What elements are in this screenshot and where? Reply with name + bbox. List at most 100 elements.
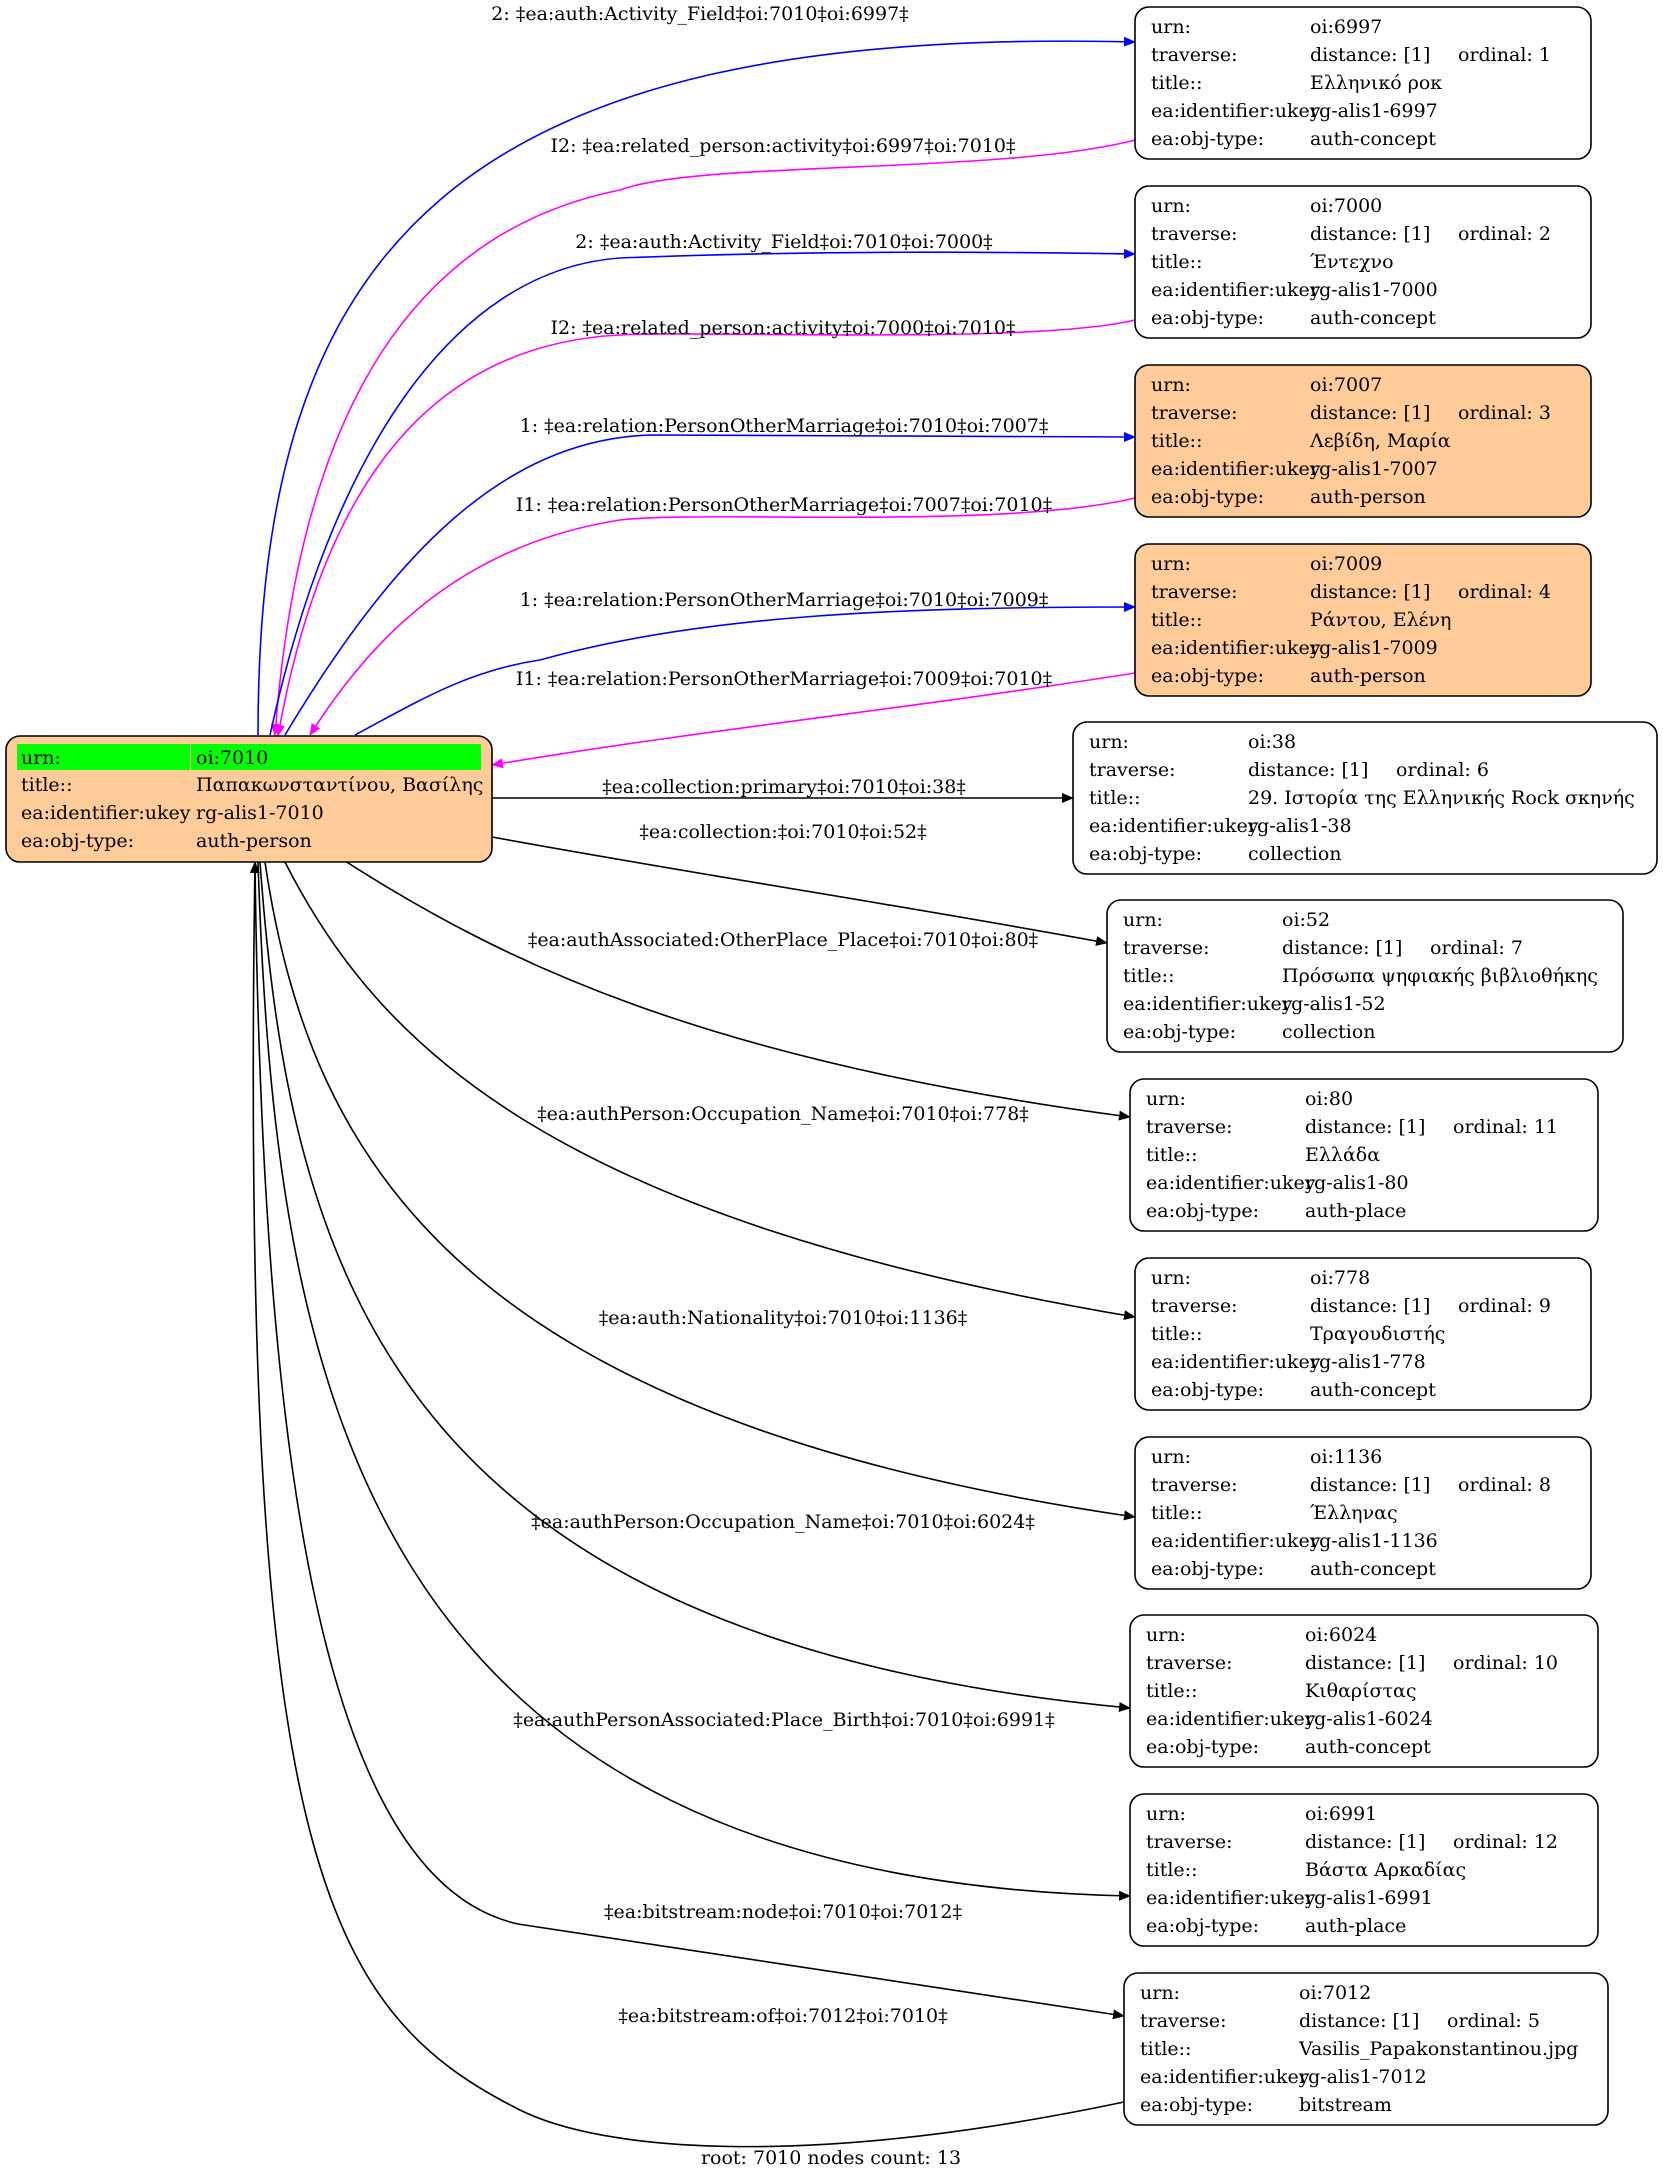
node-objtype-key: ea:obj-type: — [1151, 1379, 1264, 1401]
node-title-value: 29. Ιστορία της Ελληνικής Rock σκηνής — [1248, 787, 1635, 809]
node-ukey-key: ea:identifier:ukey — [1123, 993, 1293, 1015]
node-urn-key: urn: — [1123, 909, 1163, 931]
node-urn-value: oi:6997 — [1310, 16, 1382, 38]
node-ukey-key: ea:identifier:ukey — [1151, 458, 1321, 480]
node-urn-value: oi:778 — [1310, 1267, 1370, 1289]
node-ukey-value: rg-alis1-38 — [1248, 815, 1352, 837]
edge-to-6991 — [257, 861, 1131, 1901]
node-urn-value: oi:7012 — [1299, 1982, 1371, 2004]
node-box — [1134, 1436, 1592, 1590]
node-objtype-key: ea:obj-type: — [1089, 843, 1202, 865]
node-objtype-key: ea:obj-type: — [1146, 1200, 1259, 1222]
node-traverse-key: traverse: — [1146, 1831, 1233, 1853]
node-ukey-value: rg-alis1-1136 — [1310, 1530, 1438, 1552]
node-distance-value: distance: [1] — [1310, 581, 1430, 603]
node-ukey-value: rg-alis1-6997 — [1310, 100, 1438, 122]
node-objtype-value: auth-concept — [1310, 307, 1436, 329]
node-urn-key: urn: — [1151, 16, 1191, 38]
node-title-key: title:: — [1151, 430, 1202, 452]
node-box — [1129, 1614, 1599, 1768]
root-ukey-value: rg-alis1-7010 — [196, 802, 324, 824]
node-traverse-key: traverse: — [1151, 402, 1238, 424]
node-ordinal-value: ordinal: 7 — [1430, 937, 1523, 959]
edge-label: ‡ea:bitstream:node‡oi:7010‡oi:7012‡ — [604, 1901, 962, 1923]
node-distance-value: distance: [1] — [1305, 1116, 1425, 1138]
node-ukey-key: ea:identifier:ukey — [1146, 1172, 1316, 1194]
node-ukey-key: ea:identifier:ukey — [1146, 1887, 1316, 1909]
node-ukey-value: rg-alis1-7000 — [1310, 279, 1438, 301]
node-title-key: title:: — [1146, 1144, 1197, 1166]
node-traverse-key: traverse: — [1151, 1295, 1238, 1317]
node-urn-value: oi:6024 — [1305, 1624, 1377, 1646]
node-objtype-value: auth-concept — [1310, 1558, 1436, 1580]
node-ordinal-value: ordinal: 4 — [1458, 581, 1551, 603]
node-distance-value: distance: [1] — [1282, 937, 1402, 959]
edge-to-6024 — [259, 861, 1131, 1712]
target-nodes: urn: oi:6997 traverse: distance: [1] ordinal… — [1072, 6, 1658, 2126]
node-objtype-value: auth-concept — [1305, 1736, 1431, 1758]
node-urn-key: urn: — [1151, 1446, 1191, 1468]
node-objtype-value: auth-place — [1305, 1200, 1406, 1222]
root-urn-value-highlight — [191, 744, 481, 770]
node-title-value: Λεβίδη, Μαρία — [1309, 430, 1451, 452]
node-objtype-key: ea:obj-type: — [1146, 1736, 1259, 1758]
node-ukey-value: rg-alis1-6024 — [1305, 1708, 1433, 1730]
node-objtype-value: auth-concept — [1310, 1379, 1436, 1401]
node-ukey-key: ea:identifier:ukey — [1151, 637, 1321, 659]
edge-labels: 2: ‡ea:auth:Activity_Field‡oi:7010‡oi:69… — [491, 3, 1054, 2027]
edges — [249, 36, 1136, 2148]
edge-to-52 — [491, 836, 1108, 946]
node-ordinal-value: ordinal: 3 — [1458, 402, 1551, 424]
node-box — [1134, 6, 1592, 160]
node-objtype-key: ea:obj-type: — [1151, 128, 1264, 150]
node-ukey-value: rg-alis1-52 — [1282, 993, 1386, 1015]
edge-label: ‡ea:collection:primary‡oi:7010‡oi:38‡ — [602, 776, 966, 798]
node-urn-key: urn: — [1146, 1624, 1186, 1646]
root-objtype-value: auth-person — [196, 830, 312, 852]
edge-from-6997 — [270, 139, 1136, 736]
edge-to-7000 — [269, 248, 1136, 736]
node-traverse-key: traverse: — [1123, 937, 1210, 959]
edge-to-778 — [284, 861, 1136, 1321]
node-urn-key: urn: — [1151, 195, 1191, 217]
node-ordinal-value: ordinal: 9 — [1458, 1295, 1551, 1317]
node-title-value: Έλληνας — [1310, 1502, 1398, 1524]
edge-label: ‡ea:collection:‡oi:7010‡oi:52‡ — [639, 821, 926, 843]
edge-label: ‡ea:authPerson:Occupation_Name‡oi:7010‡o… — [531, 1511, 1035, 1533]
node-ordinal-value: ordinal: 5 — [1447, 2010, 1540, 2032]
root-title-key: title:: — [21, 774, 72, 796]
edge-from-7007 — [309, 497, 1136, 736]
node-objtype-value: auth-person — [1310, 486, 1426, 508]
node-ukey-key: ea:identifier:ukey — [1151, 279, 1321, 301]
node-urn-value: oi:80 — [1305, 1088, 1353, 1110]
node-title-value: Τραγουδιστής — [1310, 1323, 1445, 1345]
node-objtype-value: bitstream — [1299, 2094, 1392, 2116]
root-urn-key: urn: — [21, 747, 61, 769]
edge-label: ‡ea:bitstream:of‡oi:7012‡oi:7010‡ — [618, 2005, 947, 2027]
node-title-key: title:: — [1151, 609, 1202, 631]
node-title-value: Κιθαρίστας — [1305, 1680, 1417, 1702]
node-objtype-key: ea:obj-type: — [1151, 1558, 1264, 1580]
node-ordinal-value: ordinal: 12 — [1453, 1831, 1558, 1853]
node-ukey-value: rg-alis1-6991 — [1305, 1887, 1433, 1909]
edge-label: 2: ‡ea:auth:Activity_Field‡oi:7010‡oi:69… — [491, 3, 908, 25]
node-distance-value: distance: [1] — [1310, 1295, 1430, 1317]
edge-label: I2: ‡ea:related_person:activity‡oi:7000‡… — [551, 317, 1016, 339]
root-node[interactable]: urn: oi:7010 title:: Παπακωνσταντίνου, Β… — [5, 735, 493, 863]
node-urn-value: oi:7007 — [1310, 374, 1382, 396]
edge-label: 1: ‡ea:relation:PersonOtherMarriage‡oi:7… — [520, 589, 1049, 611]
node-objtype-value: auth-concept — [1310, 128, 1436, 150]
